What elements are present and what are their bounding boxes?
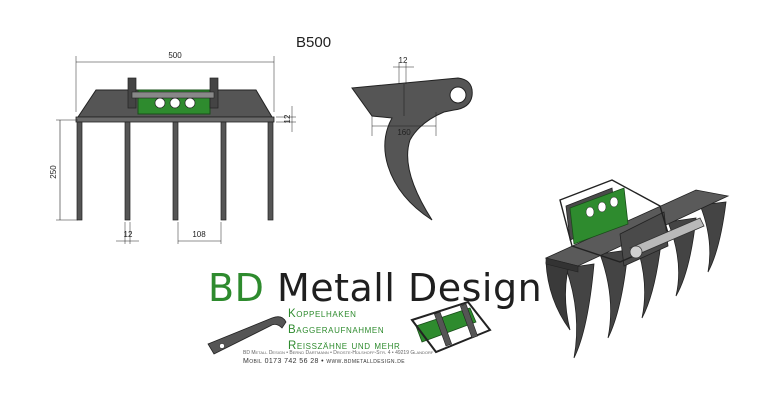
- logo-hook-graphic: [207, 316, 287, 355]
- side-body: [351, 77, 473, 221]
- dim-side-160: 160: [397, 128, 411, 137]
- brand-initials: BD: [208, 266, 265, 310]
- iso-base-front: [545, 257, 579, 273]
- dim-tooth-12: 12: [124, 230, 133, 239]
- service-item: Koppelhaken: [288, 308, 357, 320]
- side-pin-hole: [449, 86, 467, 104]
- front-tooth: [220, 121, 227, 221]
- iso-coupling-hole: [597, 201, 607, 213]
- service-item: Reisszähne und mehr: [288, 340, 401, 352]
- dim-height-250: 250: [49, 165, 58, 179]
- dim-spacing-108: 108: [192, 230, 206, 239]
- dim-width-500: 500: [168, 51, 182, 60]
- brand-name: Metall Design: [276, 266, 543, 310]
- model-title: B500: [296, 34, 332, 51]
- dim-plate-12: 12: [283, 114, 292, 123]
- coupling-hole: [154, 97, 166, 109]
- coupling-hole: [169, 97, 181, 109]
- front-tooth: [267, 121, 274, 221]
- coupling-hole: [184, 97, 196, 109]
- service-list: Koppelhaken Baggeraufnahmen Reisszähne u…: [288, 306, 400, 354]
- front-base-bar: [75, 116, 275, 123]
- front-view: 500 250 12 12 108: [49, 51, 296, 244]
- company-address: BD Metall Design • Bernd Dartmann • Dros…: [243, 350, 434, 356]
- iso-tooth: [599, 249, 629, 339]
- iso-coupling-hole: [585, 206, 595, 218]
- dim-side-top-12: 12: [399, 56, 408, 65]
- company-contact: Mobil 0173 742 56 28 • www.bdmetalldesig…: [243, 358, 405, 365]
- isometric-view: [544, 179, 730, 359]
- service-item: Baggeraufnahmen: [288, 324, 385, 336]
- front-pin-bar: [131, 91, 215, 99]
- iso-tooth: [565, 263, 595, 359]
- front-tooth: [124, 121, 131, 221]
- iso-coupling-hole: [609, 196, 619, 208]
- logo-coupling-graphic: [410, 300, 492, 354]
- iso-tooth: [699, 201, 727, 273]
- side-view: 12 160: [351, 56, 473, 221]
- front-tooth: [76, 121, 83, 221]
- brand-logo-text: BD Metall Design: [208, 266, 542, 310]
- front-tooth: [172, 121, 179, 221]
